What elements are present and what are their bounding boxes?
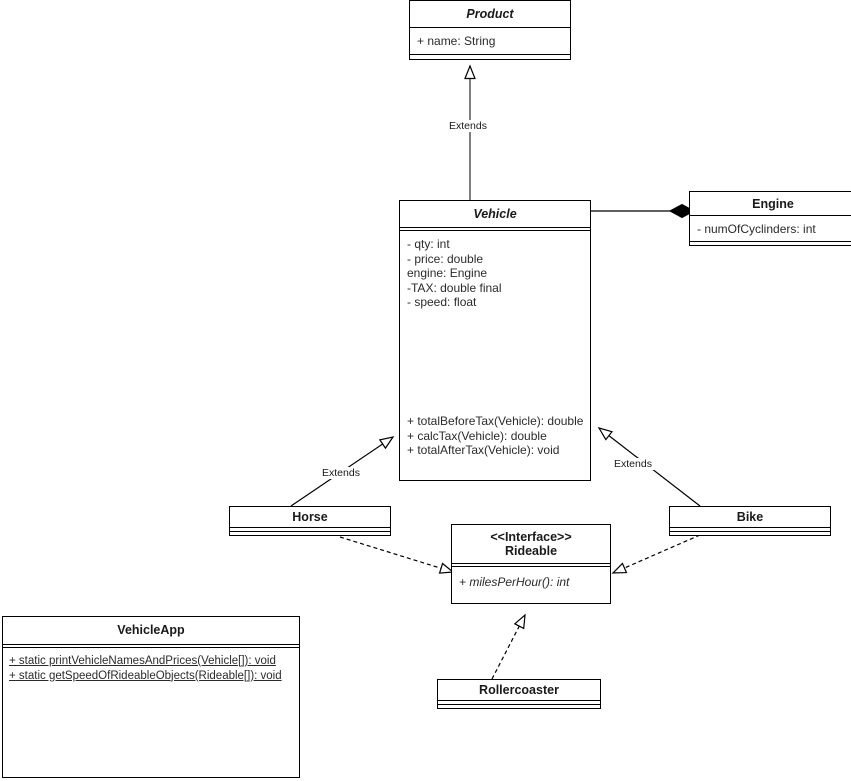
class-attributes-rollercoaster bbox=[438, 700, 600, 704]
class-attributes-engine: - numOfCyclinders: int bbox=[690, 216, 851, 241]
edge-rollercoaster-implements-rideable bbox=[491, 613, 526, 680]
class-title-horse: Horse bbox=[230, 507, 390, 527]
class-box-vehicleapp[interactable]: VehicleApp + static printVehicleNamesAnd… bbox=[2, 616, 300, 778]
class-name-vehicle: Vehicle bbox=[473, 206, 517, 221]
class-title-engine: Engine bbox=[690, 192, 851, 215]
attribute-row: - numOfCyclinders: int bbox=[697, 222, 816, 237]
method-row: + static getSpeedOfRideableObjects(Ridea… bbox=[9, 669, 282, 682]
class-name-engine: Engine bbox=[752, 196, 794, 211]
class-attributes-product: + name: String bbox=[410, 28, 570, 54]
class-box-rideable[interactable]: <<Interface>> Rideable + milesPerHour():… bbox=[451, 524, 611, 604]
class-name-horse: Horse bbox=[292, 510, 328, 524]
attribute-row: - speed: float bbox=[407, 295, 477, 310]
class-attributes-horse bbox=[230, 527, 390, 531]
divider bbox=[690, 215, 851, 217]
divider bbox=[452, 563, 610, 567]
class-methods-engine bbox=[690, 241, 851, 245]
class-methods-rollercoaster bbox=[438, 704, 600, 708]
edge-label-bike-extends-vehicle: Extends bbox=[612, 458, 654, 470]
class-title-rideable: <<Interface>> Rideable bbox=[452, 525, 610, 563]
class-name-bike: Bike bbox=[736, 510, 764, 524]
class-methods-vehicleapp: + static printVehicleNamesAndPrices(Vehi… bbox=[3, 648, 299, 777]
class-name-rollercoaster: Rollercoaster bbox=[479, 683, 559, 697]
edge-horse-implements-rideable bbox=[339, 536, 455, 574]
class-box-bike[interactable]: Bike bbox=[669, 506, 831, 536]
class-title-bike: Bike bbox=[670, 507, 830, 527]
class-box-engine[interactable]: Engine - numOfCyclinders: int bbox=[689, 191, 851, 246]
attribute-row: - price: double bbox=[407, 251, 484, 266]
method-row: + totalAfterTax(Vehicle): void bbox=[407, 443, 560, 458]
class-methods-product bbox=[410, 54, 570, 59]
class-name-vehicleapp: VehicleApp bbox=[117, 623, 185, 638]
attribute-row: -TAX: double final bbox=[407, 280, 502, 295]
edge-bike-implements-rideable bbox=[611, 534, 701, 574]
class-methods-rideable: + milesPerHour(): int bbox=[452, 567, 610, 603]
divider bbox=[400, 227, 590, 231]
class-name-product: Product bbox=[466, 6, 514, 21]
class-box-vehicle[interactable]: Vehicle - qty: int - price: double engin… bbox=[399, 200, 591, 481]
class-attributes-vehicle: - qty: int - price: double engine: Engin… bbox=[400, 231, 590, 414]
class-title-vehicleapp: VehicleApp bbox=[3, 617, 299, 644]
edge-label-horse-extends-vehicle: Extends bbox=[320, 467, 362, 479]
divider bbox=[410, 27, 570, 28]
class-methods-bike bbox=[670, 531, 830, 535]
class-methods-vehicle: + totalBeforeTax(Vehicle): double + calc… bbox=[400, 414, 590, 480]
class-title-product: Product bbox=[410, 1, 570, 27]
class-stereotype-rideable: <<Interface>> bbox=[490, 529, 572, 544]
class-attributes-bike bbox=[670, 527, 830, 531]
edge-vehicle-composes-engine bbox=[591, 203, 696, 219]
class-name-rideable: Rideable bbox=[504, 544, 558, 558]
edge-label-vehicle-extends-product: Extends bbox=[447, 120, 489, 132]
divider bbox=[3, 644, 299, 648]
method-row: + static printVehicleNamesAndPrices(Vehi… bbox=[9, 655, 276, 667]
class-methods-horse bbox=[230, 531, 390, 535]
class-title-rollercoaster: Rollercoaster bbox=[438, 680, 600, 700]
attribute-row: + name: String bbox=[417, 34, 496, 48]
method-row: + milesPerHour(): int bbox=[459, 575, 570, 589]
class-box-product[interactable]: Product + name: String bbox=[409, 0, 571, 60]
method-row: + totalBeforeTax(Vehicle): double bbox=[407, 414, 584, 429]
method-row: + calcTax(Vehicle): double bbox=[407, 428, 547, 443]
class-title-vehicle: Vehicle bbox=[400, 201, 590, 227]
class-box-horse[interactable]: Horse bbox=[229, 506, 391, 536]
class-box-rollercoaster[interactable]: Rollercoaster bbox=[437, 679, 601, 709]
attribute-row: - qty: int bbox=[407, 237, 450, 251]
attribute-row: engine: Engine bbox=[407, 266, 488, 281]
